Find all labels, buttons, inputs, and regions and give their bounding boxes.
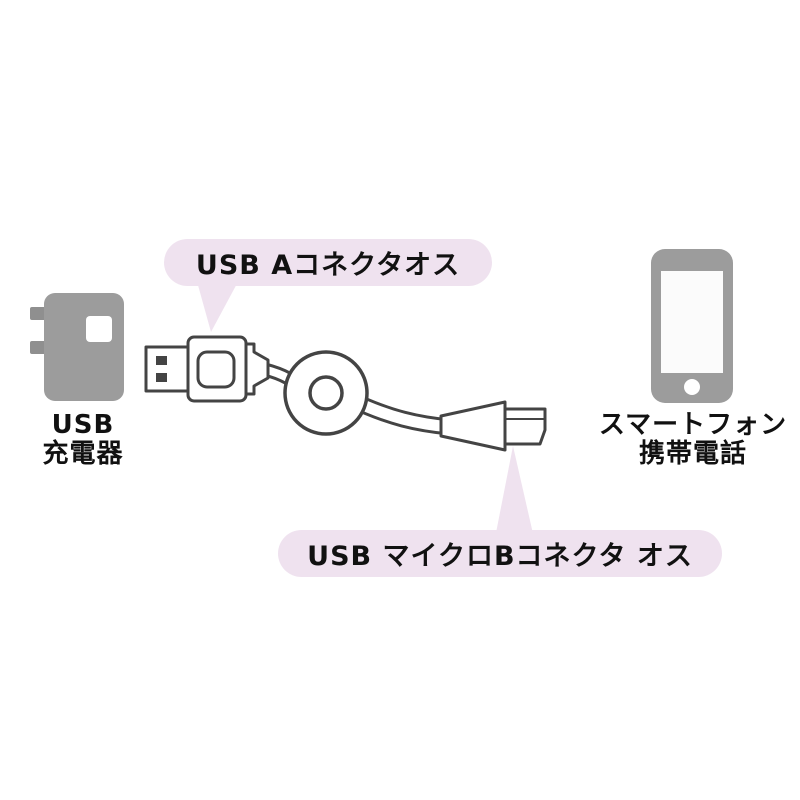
- phone-home-button: [684, 379, 700, 395]
- usb-a-strain-relief: [244, 342, 270, 396]
- usb-a-hole-top: [156, 356, 167, 365]
- callout-usb-micro-b-connector: USB マイクロBコネクタ オス: [278, 530, 722, 577]
- cable-reel-inner: [308, 375, 344, 411]
- callout-top-tail-icon: [196, 278, 240, 332]
- phone-label-line1: スマートフォン: [598, 410, 788, 440]
- phone-label: スマートフォン 携帯電話: [596, 411, 790, 469]
- usb-micro-b-connector-icon: [439, 400, 547, 452]
- usb-micro-b-metal-tip: [503, 407, 547, 446]
- phone-label-line2: 携帯電話: [638, 439, 747, 469]
- usb-a-hole-bottom: [156, 373, 167, 382]
- phone-screen: [661, 271, 723, 373]
- charger-prong-bottom: [30, 341, 48, 354]
- charger-usb-port: [86, 316, 112, 342]
- charger-label: USB 充電器: [14, 411, 152, 469]
- charger-label-line1: USB: [51, 410, 115, 440]
- callout-bottom-tail-icon: [495, 446, 534, 538]
- charger-body: [44, 293, 124, 401]
- usb-a-emblem: [196, 350, 236, 389]
- callout-usb-a-label: USB Aコネクタオス: [195, 250, 461, 281]
- callout-usb-micro-b-label: USB マイクロBコネクタ オス: [307, 541, 693, 572]
- charger-label-line2: 充電器: [42, 439, 124, 469]
- charger-prong-top: [30, 307, 48, 320]
- usb-a-metal-tip: [144, 345, 192, 393]
- callout-usb-a-connector: USB Aコネクタオス: [164, 239, 492, 286]
- retractable-usb-cable-icon: [144, 335, 547, 452]
- usb-micro-b-body: [439, 400, 507, 452]
- usb-ac-charger-icon: [30, 293, 124, 401]
- usb-a-connector-icon: [144, 335, 270, 403]
- smartphone-icon: [651, 249, 733, 403]
